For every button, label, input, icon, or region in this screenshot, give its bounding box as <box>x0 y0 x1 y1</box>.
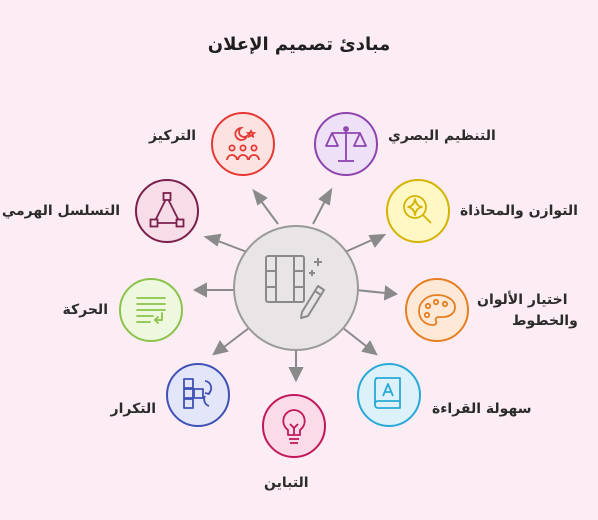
arrow-to-balance <box>344 233 387 253</box>
arrow-to-repetition <box>212 327 250 356</box>
arrow-to-hierarchy <box>203 233 248 253</box>
stacked-squares-cycle-icon <box>183 378 213 409</box>
node-focus <box>211 112 275 176</box>
arrow-to-colors <box>355 285 399 301</box>
palette-icon <box>418 294 456 326</box>
node-visual-org <box>314 112 378 176</box>
book-letter-icon <box>374 377 401 409</box>
node-motion <box>119 278 183 342</box>
crescent-star-people-icon <box>226 126 260 161</box>
film-edit-icon <box>265 255 325 319</box>
arrow-to-focus <box>252 188 279 225</box>
arrow-to-contrast <box>288 346 304 383</box>
center-hub <box>233 225 359 351</box>
label-colors-line2: والخطوط <box>512 313 578 329</box>
label-repetition: التكرار <box>110 401 156 417</box>
node-contrast <box>262 394 326 458</box>
sparkle-magnifier-icon <box>403 195 432 224</box>
node-balance <box>386 179 450 243</box>
label-motion: الحركة <box>62 302 109 318</box>
label-visual-org: التنظيم البصري <box>388 128 496 144</box>
label-hierarchy: التسلسل الهرمي <box>1 203 120 219</box>
label-focus: التركيز <box>148 128 196 144</box>
node-colors <box>405 278 469 342</box>
text-lines-return-icon <box>136 297 166 324</box>
label-contrast: التباين <box>264 475 309 491</box>
node-repetition <box>166 363 230 427</box>
arrow-to-visual-org <box>312 187 333 225</box>
node-readability <box>357 363 421 427</box>
balance-scale-icon <box>325 126 367 162</box>
node-hierarchy <box>135 179 199 243</box>
label-readability: سهولة القراءة <box>432 401 532 417</box>
arrow-to-readability <box>342 327 378 356</box>
label-colors-line1: اختيار الألوان <box>477 292 568 308</box>
page-title: مبادئ تصميم الإعلان <box>207 34 391 55</box>
triangle-nodes-icon <box>149 192 185 228</box>
arrow-to-motion <box>192 282 236 298</box>
lightbulb-icon <box>282 409 306 444</box>
label-balance: التوازن والمحاذاة <box>460 203 578 219</box>
